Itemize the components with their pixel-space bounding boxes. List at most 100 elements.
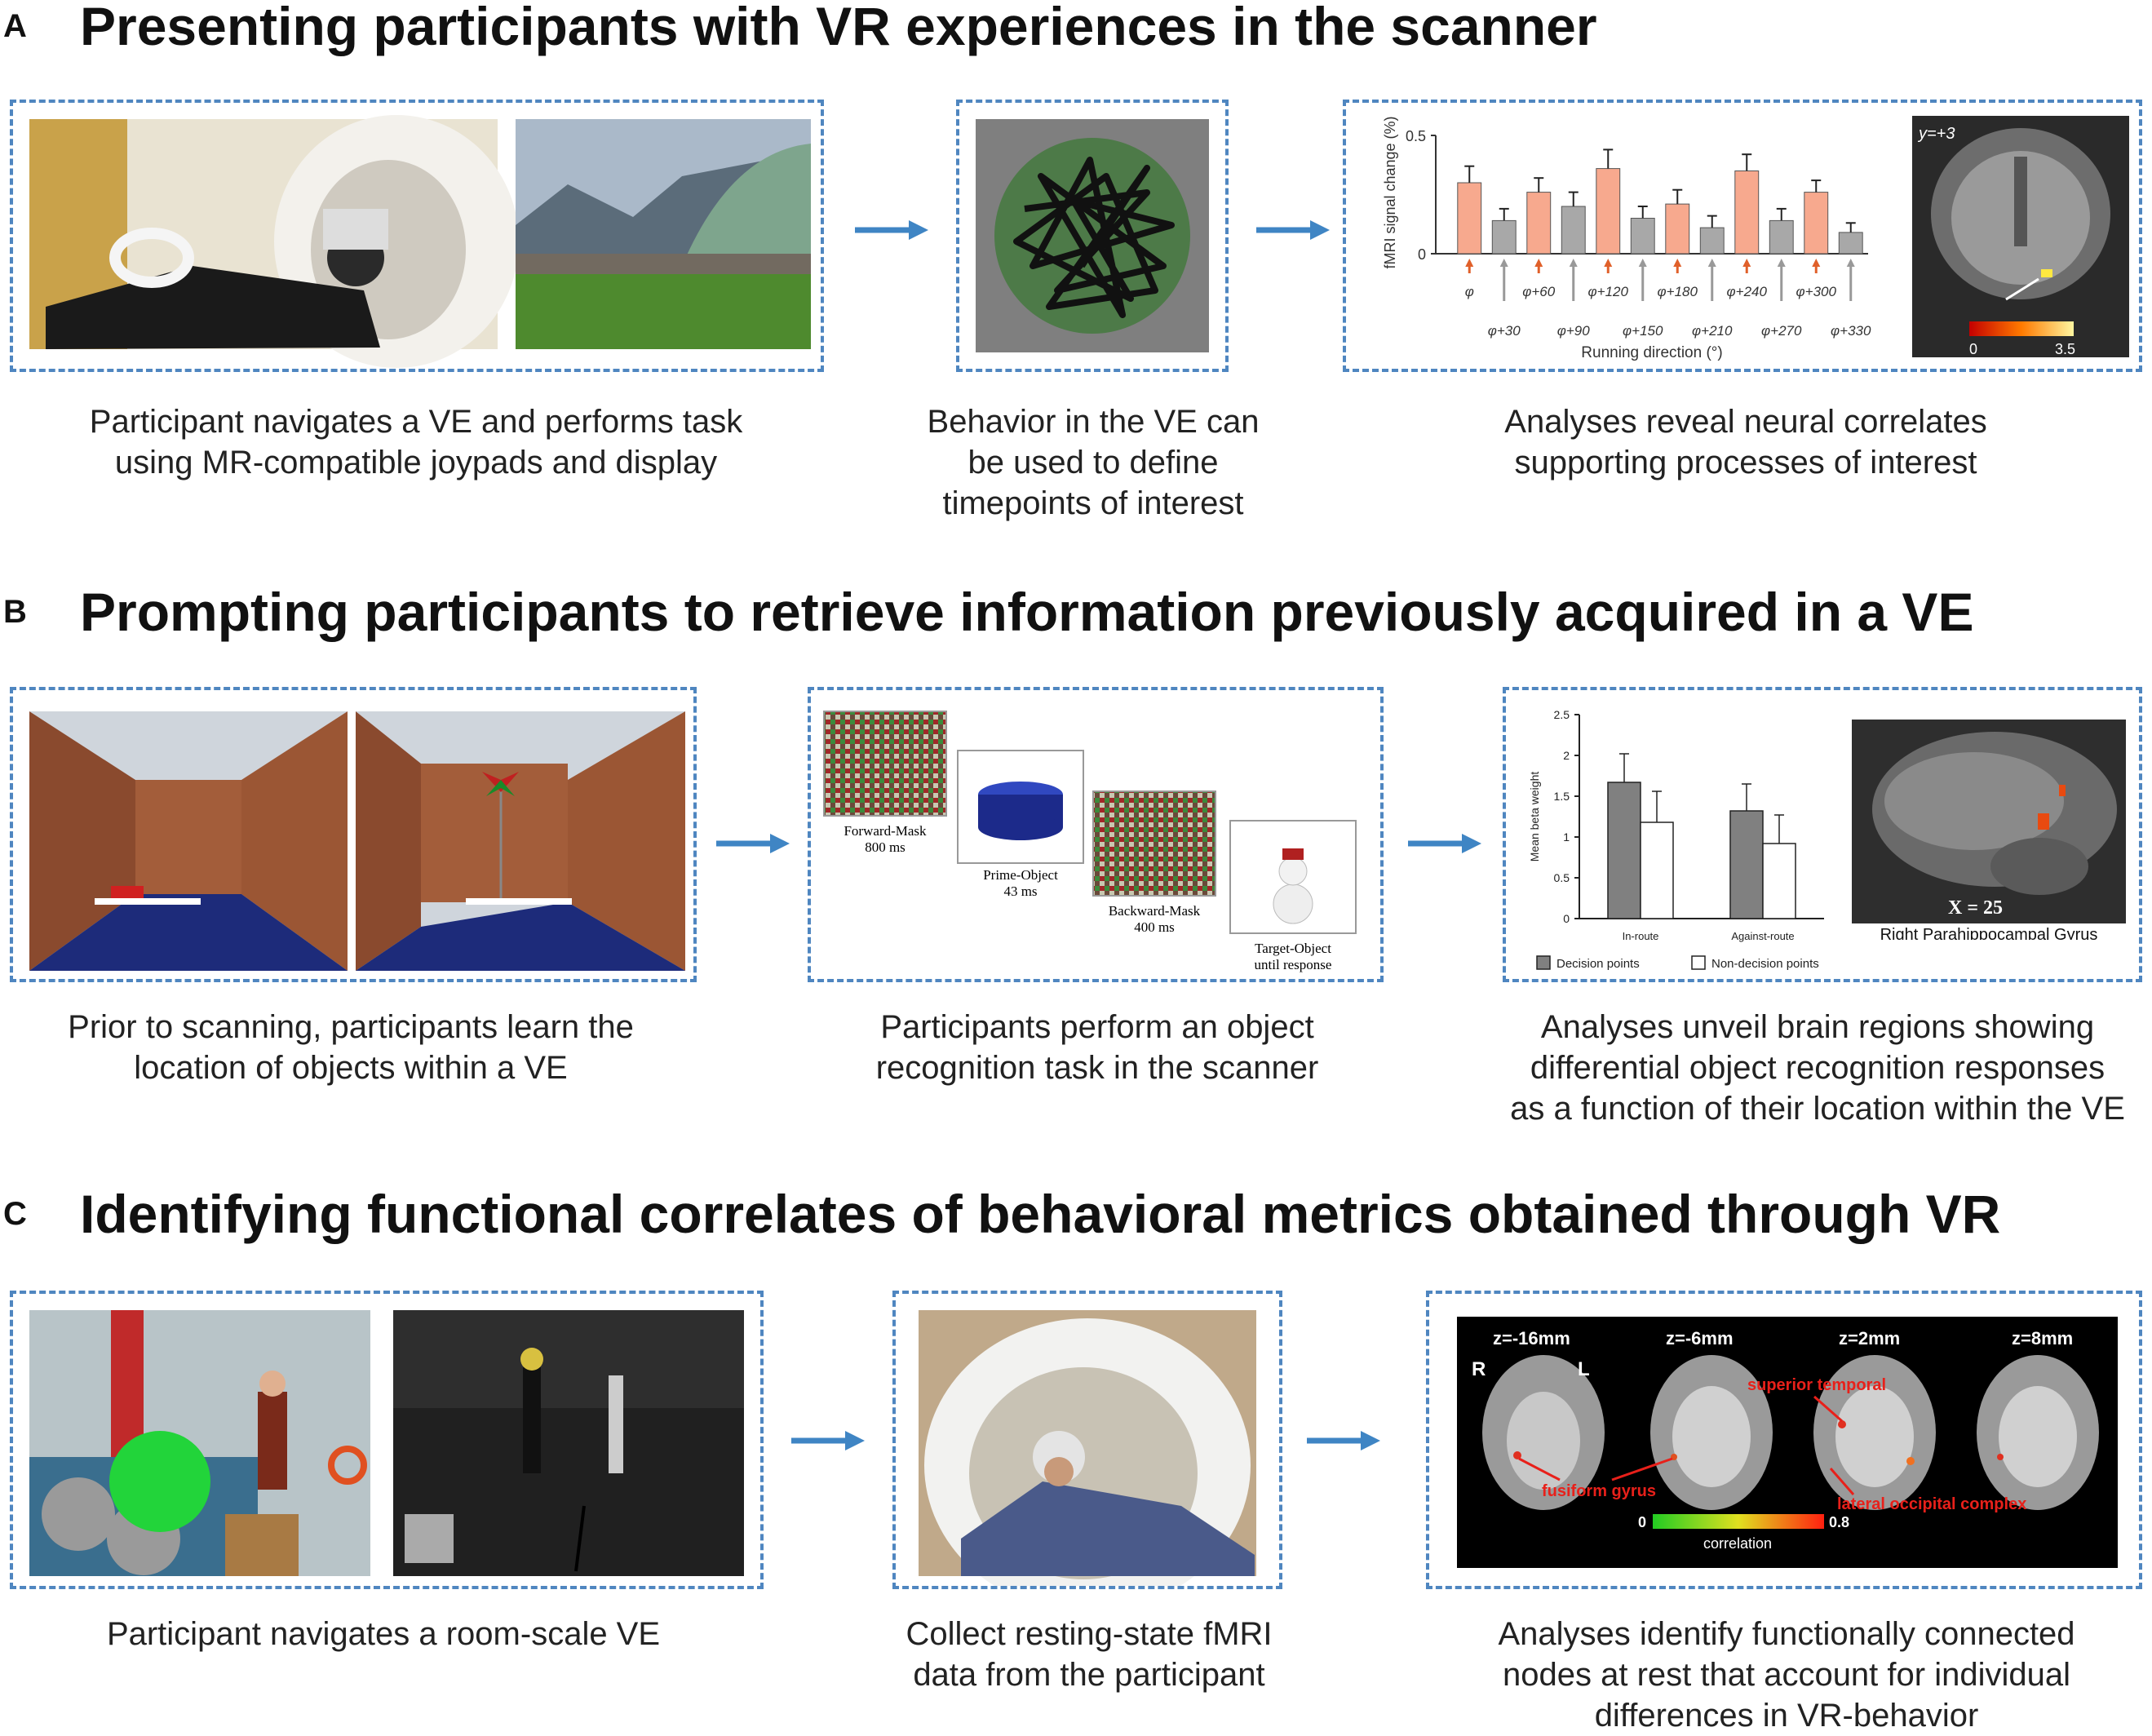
panel-a-heading: Presenting participants with VR experien…: [80, 0, 1597, 56]
scanner-photo-and-ve: [29, 115, 811, 368]
x-tick-label: φ+180: [1658, 284, 1698, 299]
panel-a-box-1: [10, 100, 824, 372]
bar: [1561, 206, 1586, 255]
legend-label: Decision points: [1556, 957, 1640, 971]
bar: [1804, 192, 1829, 255]
room-scale-ve-photos: [29, 1310, 744, 1576]
x-tick-label: In-route: [1623, 930, 1659, 942]
y-tick-label: 2.5: [1554, 708, 1570, 721]
bar: [1596, 168, 1621, 255]
x-tick-label: φ+300: [1796, 284, 1837, 299]
y-tick-label: 1.5: [1554, 790, 1570, 803]
y-tick-label: 2: [1563, 749, 1570, 762]
direction-arrowhead: [1742, 259, 1751, 267]
x-tick-label: φ+210: [1692, 323, 1733, 339]
direction-arrowhead: [1777, 259, 1786, 267]
x-tick-label: φ+90: [1557, 323, 1590, 339]
corr-scale-min: 0: [1638, 1514, 1646, 1530]
step-forward-mask-label: Forward-Mask: [844, 823, 927, 839]
annotation-lateral-occipital: lateral occipital complex: [1837, 1495, 2026, 1513]
arrow-right-icon: [1256, 220, 1330, 240]
orientation-left-label: L: [1578, 1358, 1590, 1380]
panel-b-box-1: [10, 687, 697, 982]
panel-b-letter: B: [3, 594, 27, 630]
trajectory-map: [976, 119, 1209, 352]
y-tick-label: 0.5: [1554, 871, 1570, 884]
panel-b-box-2: Forward-Mask 800 ms Prime-Object 43 ms B…: [808, 687, 1384, 982]
direction-arrowhead: [1465, 259, 1474, 267]
arrow-right-icon: [1408, 834, 1481, 853]
panel-b-caption-2: Participants perform an object recogniti…: [875, 1009, 1319, 1086]
panel-b-caption-1: Prior to scanning, participants learn th…: [68, 1009, 634, 1086]
panel-b-heading: Prompting participants to retrieve infor…: [80, 582, 1974, 642]
coronal-brain-slice: y=+3 0 3.5: [1912, 116, 2129, 357]
direction-arrowhead: [1812, 259, 1821, 267]
x-tick-label: φ: [1465, 284, 1474, 299]
scale-max-label: 3.5: [2055, 341, 2075, 357]
bar: [1699, 227, 1725, 255]
bar: [1607, 782, 1641, 919]
bar: [1729, 810, 1764, 919]
panel-c-box-2: [892, 1291, 1282, 1612]
x-tick-label: φ+60: [1522, 284, 1555, 299]
bar: [1640, 822, 1674, 919]
legend-swatch: [1691, 955, 1706, 970]
step-prime-object-time: 43 ms: [1003, 884, 1037, 899]
bar: [1630, 218, 1655, 255]
y-axis-label: fMRI signal change (%): [1382, 116, 1398, 268]
recognition-task-sequence: Forward-Mask 800 ms Prime-Object 43 ms B…: [823, 711, 1357, 972]
corr-scale-label: correlation: [1703, 1535, 1772, 1552]
slice-label-4: z=8mm: [2012, 1328, 2073, 1348]
brick-corridor-ve: [29, 711, 685, 971]
direction-arrowhead: [1604, 259, 1613, 267]
x-tick-label: φ+30: [1488, 323, 1521, 339]
step-target-object-time: until response: [1255, 957, 1332, 972]
x-axis-label: Running direction (°): [1581, 344, 1722, 361]
panel-c-caption-2: Collect resting-state fMRI data from the…: [906, 1616, 1273, 1693]
y-axis-label: Mean beta weight: [1528, 772, 1541, 862]
direction-arrowhead: [1846, 259, 1855, 267]
sagittal-brain-slice: X = 25 Right Parahippocampal Gyrus: [1852, 720, 2126, 940]
orientation-right-label: R: [1472, 1358, 1486, 1380]
panel-b-caption-3: Analyses unveil brain regions showing di…: [1510, 1009, 2125, 1127]
axial-brain-slices: z=-16mm z=-6mm z=2mm z=8mm R L superior …: [1457, 1317, 2118, 1568]
panel-c-heading: Identifying functional correlates of beh…: [80, 1184, 2001, 1244]
direction-arrowhead: [1707, 259, 1716, 267]
slice-label-1: z=-16mm: [1493, 1328, 1570, 1348]
x-tick-label: φ+240: [1727, 284, 1768, 299]
panel-c-letter: C: [3, 1196, 27, 1232]
slice-1: [1482, 1355, 1605, 1510]
x-tick-label: φ+330: [1831, 323, 1871, 339]
bar: [1734, 170, 1760, 255]
arrow-right-icon: [791, 1431, 865, 1450]
arrow-right-icon: [716, 834, 790, 853]
slice-4: [1977, 1355, 2099, 1510]
step-target-object-label: Target-Object: [1255, 941, 1331, 956]
slice-label-3: z=2mm: [1839, 1328, 1900, 1348]
x-tick-label: φ+270: [1761, 323, 1802, 339]
direction-arrowhead: [1638, 259, 1647, 267]
brain-slice-label: y=+3: [1917, 125, 1955, 143]
resting-state-scanner-photo: [919, 1310, 1256, 1612]
running-direction-bar-chart: 0 0.5 fMRI signal change (%) φ φ+30 φ+60 φ+90 φ…: [1382, 116, 1871, 361]
y-tick-label: 0: [1418, 246, 1426, 263]
panel-a-caption-1: Participant navigates a VE and performs …: [89, 404, 743, 480]
legend-swatch: [1536, 955, 1551, 970]
x-tick-label: φ+120: [1588, 284, 1629, 299]
annotation-fusiform-gyrus: fusiform gyrus: [1542, 1482, 1656, 1500]
corr-scale-max: 0.8: [1829, 1514, 1849, 1530]
direction-arrowhead: [1534, 259, 1543, 267]
panel-a-letter: A: [3, 8, 27, 44]
x-tick-label: φ+150: [1623, 323, 1663, 339]
y-tick-label: 1: [1563, 830, 1570, 844]
bar: [1526, 192, 1552, 255]
y-tick-label: 0.5: [1406, 128, 1426, 144]
brain-region-caption: Right Parahippocampal Gyrus: [1880, 926, 2098, 940]
arrow-right-icon: [1307, 1431, 1380, 1450]
bar: [1457, 182, 1482, 255]
legend-label: Non-decision points: [1711, 957, 1819, 971]
panel-c-box-1: [10, 1291, 764, 1589]
bar: [1491, 219, 1517, 255]
